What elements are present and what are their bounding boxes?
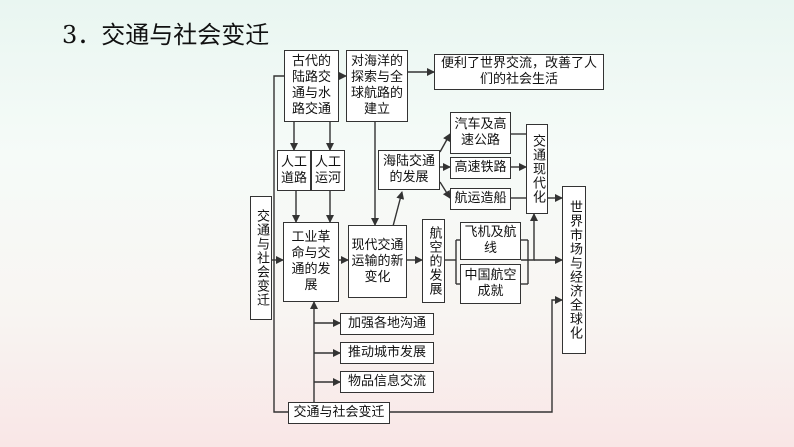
bottom-transport-society-label: 交通与社会变迁 — [293, 405, 385, 420]
artificial-road-box: 人工道路 — [277, 150, 311, 191]
sea-land-development-box: 海陆交通的发展 — [378, 150, 440, 190]
artificial-canal-box: 人工运河 — [311, 150, 345, 191]
china-aviation-box: 中国航空成就 — [460, 264, 521, 304]
car-highway-label: 汽车及高速公路 — [454, 117, 507, 148]
shipping-label: 航运造船 — [454, 191, 507, 206]
page-title: 3．交通与社会变迁 — [62, 21, 270, 49]
transport-modernization-box: 交通现代化 — [526, 124, 548, 214]
world-market-label: 世界市场与经济全球化 — [567, 200, 582, 340]
ocean-exploration-box: 对海洋的探索与全球航路的建立 — [346, 50, 408, 122]
goods-info-exchange-label: 物品信息交流 — [347, 374, 426, 389]
left-transport-society-label: 交通与社会变迁 — [254, 209, 269, 307]
china-aviation-label: 中国航空成就 — [464, 268, 517, 299]
sea-land-development-label: 海陆交通的发展 — [382, 154, 435, 185]
car-highway-box: 汽车及高速公路 — [450, 112, 511, 154]
transport-modernization-label: 交通现代化 — [530, 134, 545, 204]
promote-city-box: 推动城市发展 — [340, 342, 434, 364]
high-speed-railway-box: 高速铁路 — [450, 157, 511, 179]
left-transport-society-box: 交通与社会变迁 — [250, 196, 272, 320]
ancient-transport-label: 古代的陆路交通与水路交通 — [291, 54, 331, 117]
industrial-revolution-label: 工业革命与交通的发展 — [291, 230, 331, 293]
aircraft-routes-box: 飞机及航线 — [460, 222, 521, 260]
modern-transport-label: 现代交通运输的新变化 — [351, 237, 404, 285]
high-speed-railway-label: 高速铁路 — [454, 160, 507, 175]
ocean-exploration-label: 对海洋的探索与全球航路的建立 — [350, 54, 403, 117]
aircraft-routes-label: 飞机及航线 — [464, 225, 517, 256]
aviation-development-box: 航空的发展 — [422, 219, 445, 303]
artificial-road-label: 人工道路 — [280, 154, 307, 186]
goods-info-exchange-box: 物品信息交流 — [340, 371, 434, 393]
strengthen-communication-box: 加强各地沟通 — [340, 313, 434, 335]
bottom-transport-society-box: 交通与社会变迁 — [288, 402, 390, 424]
strengthen-communication-label: 加强各地沟通 — [347, 316, 426, 331]
aviation-development-label: 航空的发展 — [426, 226, 442, 296]
ancient-transport-box: 古代的陆路交通与水路交通 — [284, 50, 339, 122]
convenience-label: 便利了世界交流，改善了人们的社会生活 — [440, 56, 597, 87]
artificial-canal-label: 人工运河 — [314, 154, 341, 186]
world-market-box: 世界市场与经济全球化 — [562, 186, 586, 354]
modern-transport-box: 现代交通运输的新变化 — [348, 225, 407, 298]
industrial-revolution-box: 工业革命与交通的发展 — [283, 222, 339, 302]
promote-city-label: 推动城市发展 — [347, 345, 426, 360]
convenience-box: 便利了世界交流，改善了人们的社会生活 — [434, 54, 604, 90]
shipping-box: 航运造船 — [450, 188, 511, 210]
